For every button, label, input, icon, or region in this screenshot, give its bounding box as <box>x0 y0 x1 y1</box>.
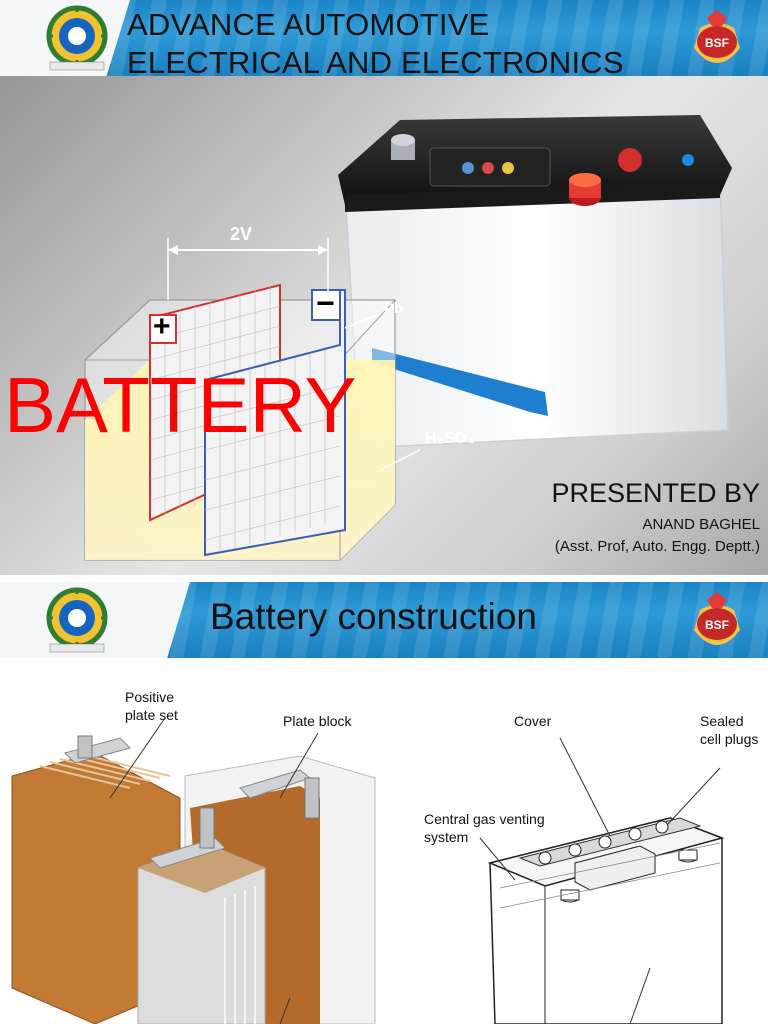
bsf-logo-text: BSF <box>705 36 729 50</box>
institute-emblem-icon <box>46 5 108 71</box>
presented-by-label: PRESENTED BY <box>551 478 760 508</box>
acid-label: H₂SO₄ <box>425 430 475 447</box>
construction-banner: Battery construction BSF <box>0 582 768 658</box>
battery-photo <box>84 115 732 561</box>
battery-heading: BATTERY <box>4 361 357 449</box>
presenter-block: PRESENTED BY ANAND BAGHEL (Asst. Prof, A… <box>551 476 760 558</box>
presenter-name: ANAND BAGHEL <box>642 516 760 533</box>
title-line-2: ELECTRICAL AND ELECTRONICS <box>127 45 624 76</box>
institute-emblem-icon <box>46 587 108 653</box>
presentation-title: ADVANCE AUTOMOTIVE ELECTRICAL AND ELECTR… <box>127 6 687 76</box>
label-plate-block: Plate block <box>283 713 352 729</box>
title-line-1: ADVANCE AUTOMOTIVE <box>127 7 490 42</box>
label-central-gas-venting: Central gas venting system <box>424 811 545 845</box>
bsf-emblem-icon: BSF <box>682 8 752 72</box>
label-sealed-cell-plugs: Sealed cell plugs <box>700 713 759 747</box>
label-positive-plate-set: Positive plate set <box>125 689 178 723</box>
plus-sign: + <box>153 310 171 343</box>
voltage-label: 2V <box>230 224 253 244</box>
bsf-logo-text: BSF <box>705 618 729 632</box>
construction-illustration <box>11 717 725 1024</box>
presenter-role: (Asst. Prof, Auto. Engg. Deptt.) <box>554 538 760 555</box>
label-cover: Cover <box>514 713 552 729</box>
construction-slide: Positive plate set Plate block Cover Sea… <box>0 658 768 1024</box>
bsf-emblem-icon: BSF <box>682 590 752 654</box>
title-slide: 2V + − Pb H₂SO₄ ADVANCE AUTOMOTIVE ELECT… <box>0 0 768 575</box>
title-banner: ADVANCE AUTOMOTIVE ELECTRICAL AND ELECTR… <box>0 0 768 76</box>
slide-title: Battery construction <box>210 596 537 637</box>
slide-divider <box>0 575 768 582</box>
pb-label: Pb <box>384 300 404 317</box>
minus-sign: − <box>316 285 335 321</box>
